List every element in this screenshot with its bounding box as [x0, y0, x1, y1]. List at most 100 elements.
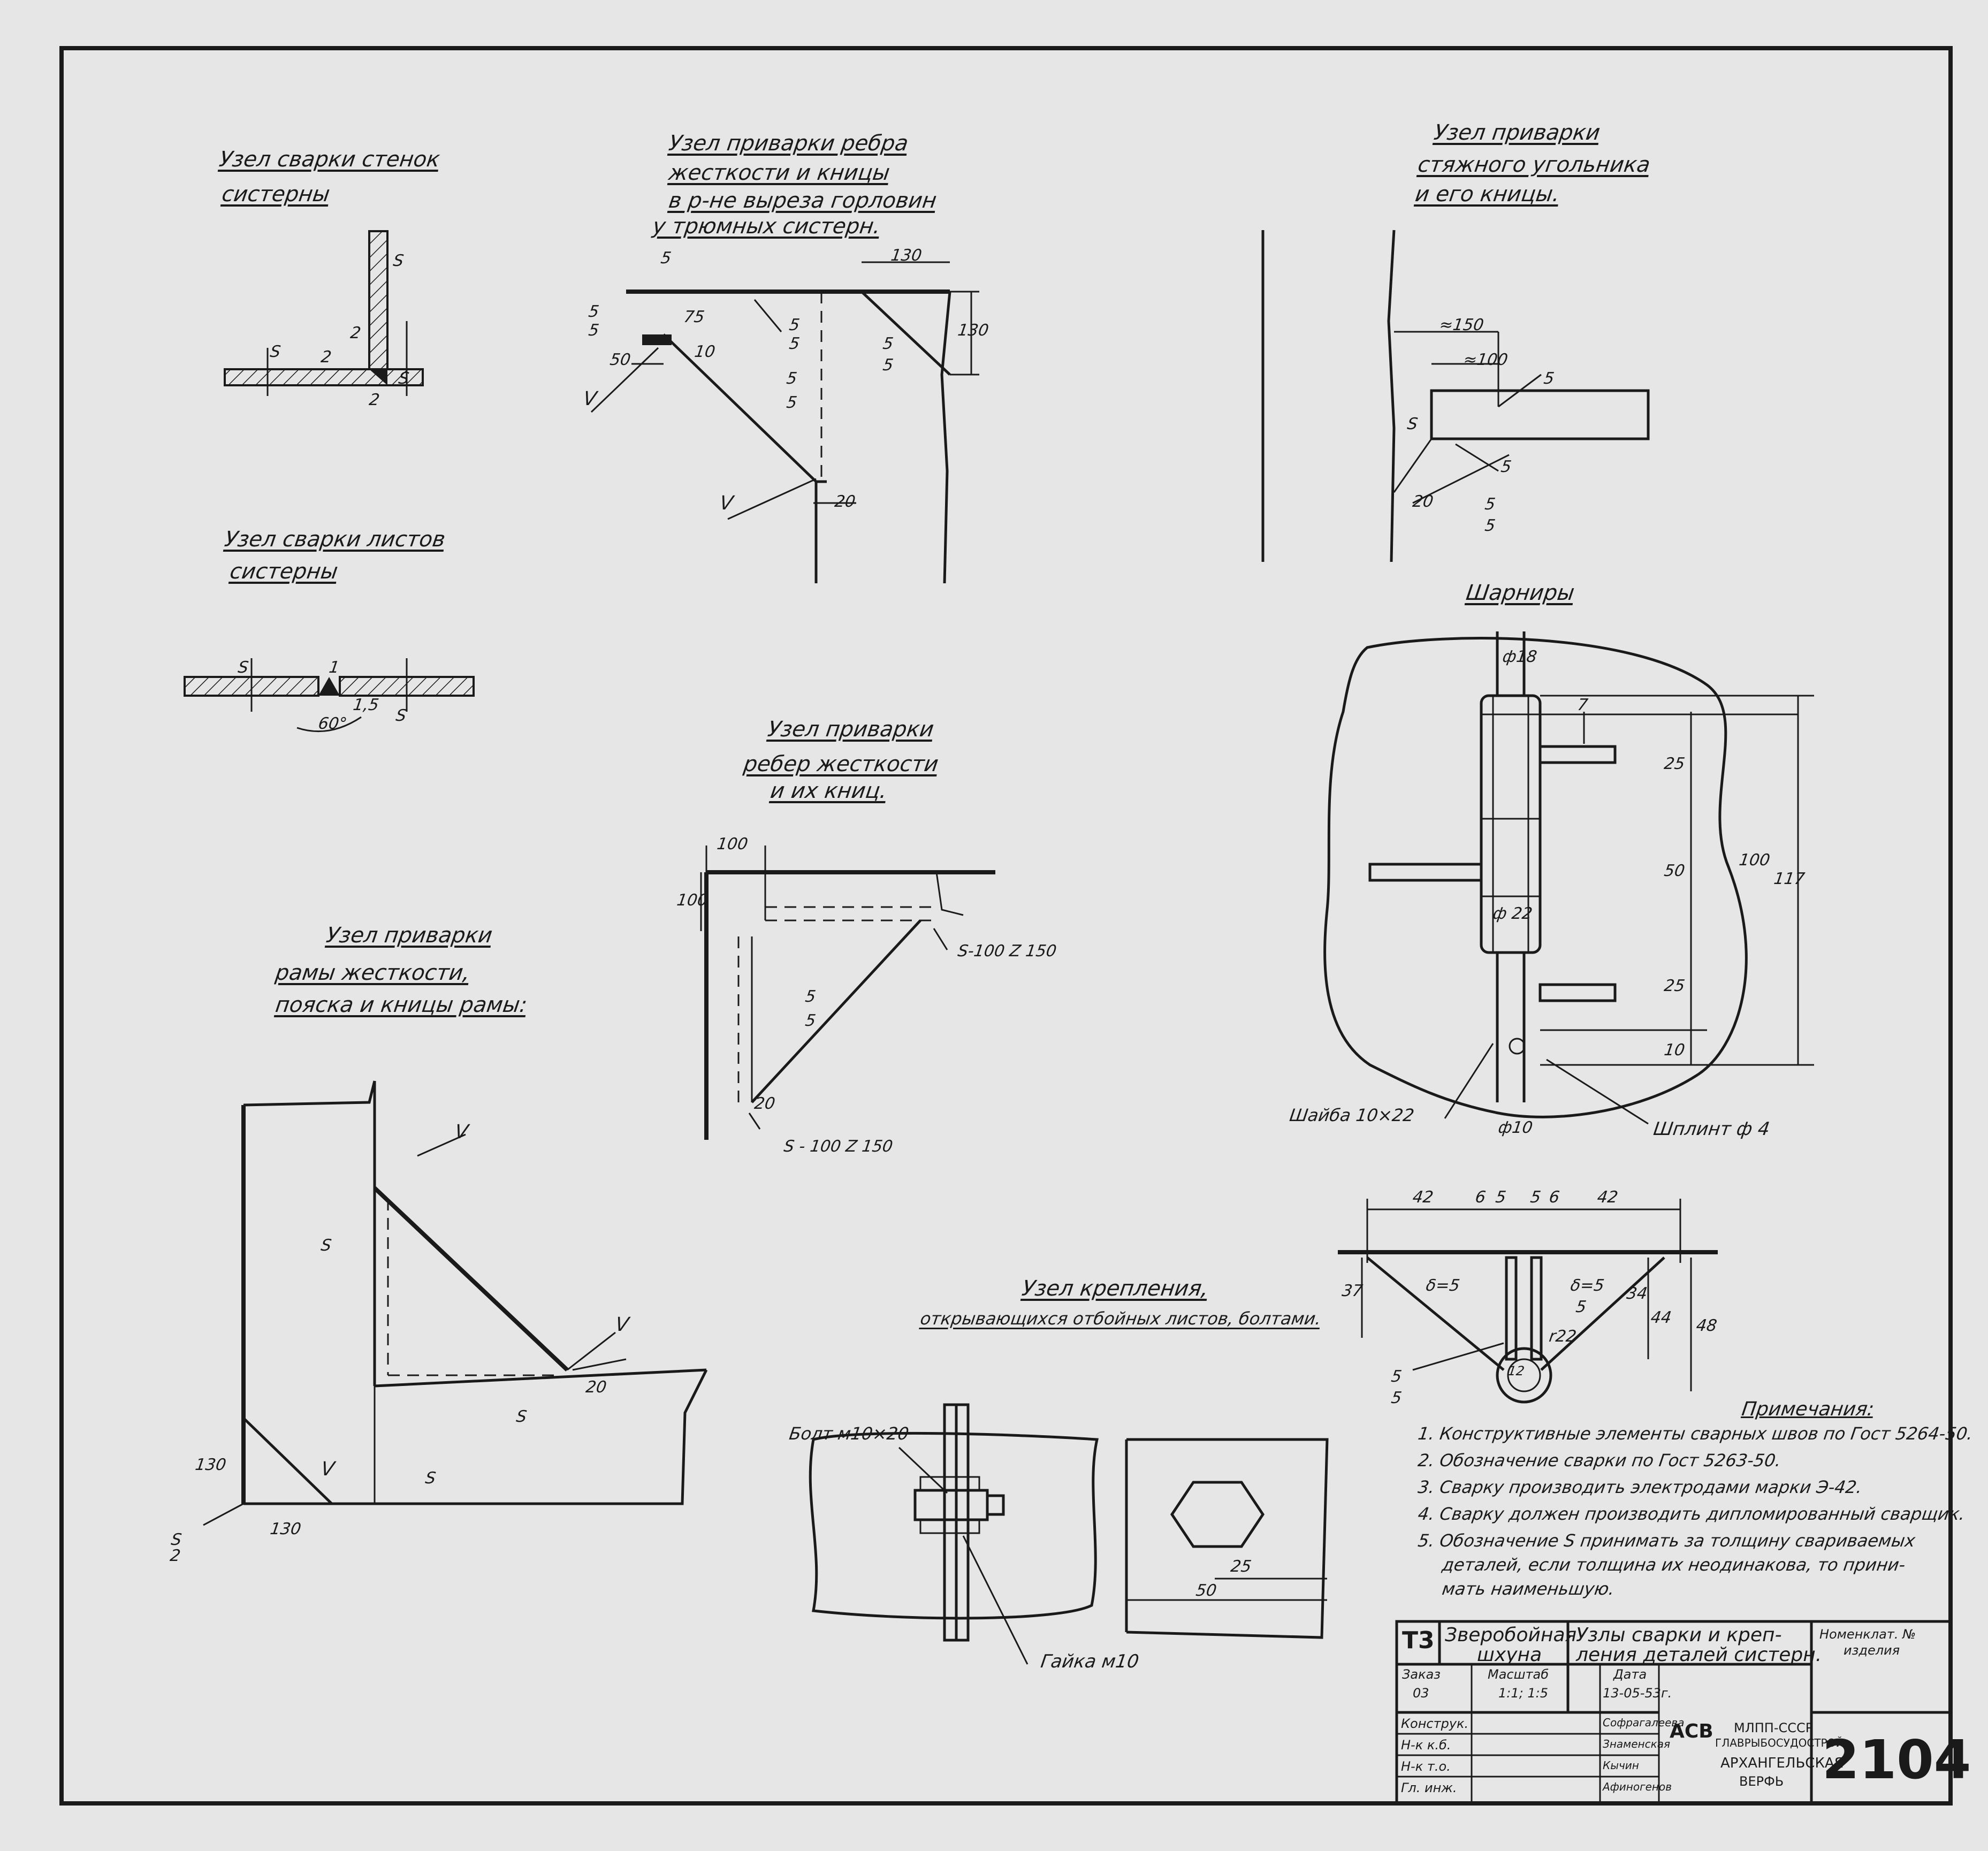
weld-v-5: V [319, 1458, 336, 1480]
label-washer: Шайба 10×22 [1288, 1105, 1416, 1125]
tb-role-1: Конструк. [1401, 1716, 1469, 1731]
dim-20-b: 20 [1411, 492, 1435, 511]
dim-50-a: 50 [608, 351, 632, 369]
title-tie-angle-1: Узел приварки [1432, 120, 1602, 145]
dim-34: 34 [1625, 1284, 1649, 1303]
dim-130-a: 130 [889, 246, 923, 265]
title-ribs-3: и их книц. [768, 779, 889, 803]
dim-150: ≈150 [1438, 316, 1485, 334]
title-rib-bracket-2: жесткости и кницы [667, 161, 892, 185]
dim-delta5-b: δ=5 [1569, 1276, 1606, 1295]
titleblock-lines [1395, 1620, 1952, 1805]
title-ribs-2: ребер жесткости [742, 752, 940, 776]
dim-25-c: 25 [1229, 1557, 1253, 1576]
label-cotter: Шплинт ф 4 [1652, 1118, 1771, 1140]
tb-drawing-number: 2104 [1822, 1728, 1971, 1791]
label-bolt: Болт м10×20 [788, 1423, 910, 1444]
tb-nomen-2: изделия [1844, 1643, 1900, 1658]
title-rib-bracket-4: у трюмных систерн. [651, 214, 882, 239]
tb-name-1: Узлы сварки и креп- [1576, 1624, 1782, 1646]
dim-r22: r22 [1548, 1327, 1578, 1346]
title-bolts-2: открывающихся отбойных листов, болтами. [919, 1308, 1323, 1329]
tb-vessel-1: Зверобойная [1445, 1624, 1577, 1646]
notes-heading: Примечания: [1740, 1398, 1876, 1420]
dim-42-b: 42 [1596, 1188, 1619, 1207]
weld-v-3: V [453, 1121, 470, 1143]
label-nut: Гайка м10 [1039, 1651, 1140, 1672]
dim-100-c: 100 [715, 835, 749, 854]
detail-bolts [809, 1403, 1329, 1665]
tb-scale-label: Масштаб [1488, 1667, 1549, 1682]
detail-rib-bracket [590, 261, 979, 584]
detail-plate-weld [184, 658, 475, 733]
dim-48: 48 [1695, 1316, 1718, 1335]
note-4: 4. Сварку должен производить дипломирова… [1416, 1504, 1967, 1524]
tb-org-3: АРХАНГЕЛЬСКАЯ [1720, 1755, 1844, 1771]
detail-wall-weld [224, 230, 424, 396]
tb-role-4: Гл. инж. [1401, 1780, 1457, 1795]
dim-phi10: ф10 [1497, 1118, 1534, 1137]
weld-v-4: V [614, 1314, 630, 1336]
tb-order-value: 03 [1413, 1686, 1429, 1701]
note-3: 3. Сварку производить электродами марки … [1416, 1477, 1864, 1497]
dim-44: 44 [1649, 1308, 1673, 1327]
dim-20-a: 20 [833, 492, 857, 511]
title-tie-angle-3: и его кницы. [1413, 182, 1562, 207]
tb-nomen-1: Номенклат. № [1819, 1627, 1916, 1642]
note-5b: деталей, если толщина их неодинакова, то… [1441, 1555, 1907, 1575]
tb-order-label: Заказ [1402, 1667, 1441, 1682]
dim-12: 12 [1507, 1364, 1526, 1378]
dim-60deg: 60° [317, 714, 348, 733]
dim-50-b: 50 [1663, 862, 1686, 880]
tb-person-2: Знаменская [1603, 1738, 1670, 1750]
tb-code: Т3 [1402, 1627, 1435, 1654]
dim-10-a: 10 [693, 342, 717, 361]
dim-42-a: 42 [1411, 1188, 1435, 1207]
dim-130-c: 130 [194, 1456, 227, 1474]
tb-name-2: ления деталей систерн. [1576, 1644, 1822, 1666]
title-frame-1: Узел приварки [324, 923, 494, 948]
title-frame-2: рамы жесткости, [273, 961, 472, 985]
weld-v-2: V [718, 492, 735, 514]
tb-logo: АСВ [1670, 1720, 1713, 1742]
tb-scale-value: 1:1; 1:5 [1498, 1686, 1548, 1701]
dim-75: 75 [682, 308, 706, 326]
tb-person-3: Кычин [1603, 1759, 1639, 1772]
title-rib-bracket-3: в р-не выреза горловин [667, 188, 939, 213]
dim-1-5: 1,5 [352, 696, 380, 714]
dim-20-c: 20 [753, 1094, 776, 1113]
frame-border [59, 46, 1953, 1806]
tb-org-2: ГЛАВРЫБОСУДОСТРОЙ [1715, 1736, 1844, 1749]
label-s-rib1: S-100 Z 150 [956, 942, 1058, 961]
dim-100-d: 100 [675, 891, 709, 910]
tb-person-4: Афиногенов [1603, 1780, 1672, 1793]
detail-hinge-section [1338, 1199, 1718, 1404]
note-1: 1. Конструктивные элементы сварных швов … [1416, 1423, 1975, 1444]
dim-20-d: 20 [584, 1378, 608, 1397]
dim-117: 117 [1772, 870, 1806, 888]
tb-person-1: Софрагалеева [1603, 1716, 1685, 1729]
detail-frame [203, 1080, 708, 1526]
dim-100-a: ≈100 [1462, 351, 1509, 369]
title-hinges: Шарниры [1464, 581, 1576, 605]
title-bolts-1: Узел крепления, [1020, 1276, 1210, 1301]
label-s-rib2: S - 100 Z 150 [782, 1137, 894, 1156]
title-frame-3: пояска и кницы рамы: [273, 993, 529, 1017]
title-rib-bracket-1: Узел приварки ребра [667, 131, 910, 156]
dim-50-c: 50 [1194, 1581, 1218, 1600]
dim-phi22: ф 22 [1491, 904, 1534, 923]
dim-delta5-a: δ=5 [1425, 1276, 1461, 1295]
detail-tie-angle [1261, 230, 1650, 562]
tb-role-3: Н-к т.о. [1401, 1759, 1451, 1774]
title-plate-weld-2: систерны [228, 559, 340, 584]
note-5: 5. Обозначение S принимать за толщину св… [1416, 1530, 1917, 1551]
title-wall-weld-1: Узел сварки стенок [217, 147, 441, 172]
title-plate-weld-1: Узел сварки листов [223, 527, 447, 552]
tb-role-2: Н-к к.б. [1401, 1738, 1451, 1753]
dim-100-b: 100 [1738, 851, 1771, 870]
dim-37: 37 [1340, 1282, 1364, 1300]
tb-org-1: МЛПП-СССР [1734, 1720, 1814, 1735]
note-2: 2. Обозначение сварки по Гост 5263-50. [1416, 1450, 1783, 1471]
